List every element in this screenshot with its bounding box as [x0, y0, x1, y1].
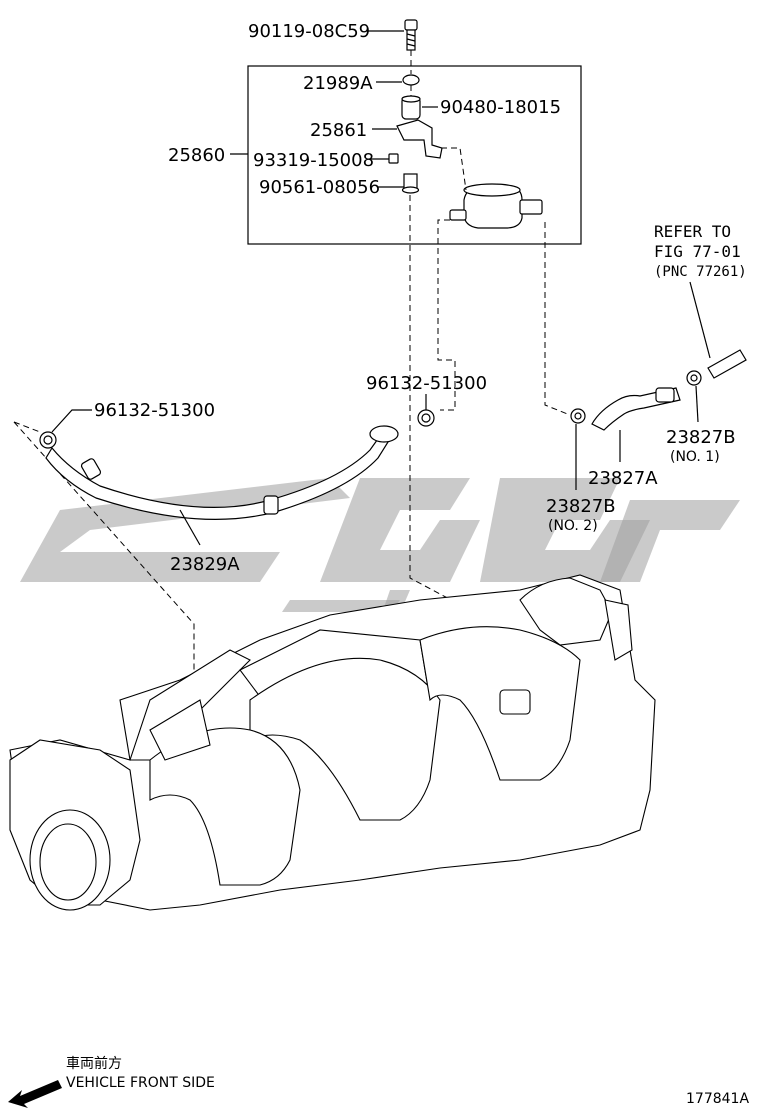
pipe-reference: [689, 281, 747, 379]
label-23827B-no1-sub: (NO. 1): [670, 449, 720, 465]
vehicle-front-note: 車両前方 VEHICLE FRONT SIDE: [8, 1055, 215, 1108]
label-25860: 25860: [168, 145, 225, 166]
refer-line-1: REFER TO: [654, 222, 731, 241]
vacuum-switching-valve-icon: [449, 183, 543, 229]
nut-icon: [388, 153, 399, 164]
clamp-icon-mid: [417, 409, 435, 427]
cushion-icon: [401, 95, 421, 120]
clamp-icon-no2: [570, 408, 586, 424]
leader-lines: [51, 30, 699, 546]
hose-23827A: [591, 387, 681, 431]
collar-icon: [401, 173, 420, 194]
clamp-icon-left: [39, 431, 57, 449]
intake-manifold: [9, 574, 656, 911]
label-21989A: 21989A: [303, 73, 373, 94]
label-90480-18015: 90480-18015: [440, 97, 561, 118]
label-90561-08056: 90561-08056: [259, 177, 380, 198]
label-23827B-no2: 23827B: [546, 496, 616, 517]
arrow-left-down-icon: [8, 1080, 62, 1108]
label-93319-15008: 93319-15008: [253, 150, 374, 171]
refer-line-3: (PNC 77261): [654, 264, 747, 280]
figure-number: 177841A: [686, 1091, 749, 1107]
front-note-en: VEHICLE FRONT SIDE: [66, 1075, 215, 1091]
bolt-icon: [404, 19, 418, 51]
label-23827B-no1: 23827B: [666, 427, 736, 448]
label-96132-51300-mid: 96132-51300: [366, 373, 487, 394]
label-23827B-no2-sub: (NO. 2): [548, 518, 598, 534]
washer-icon: [402, 74, 420, 86]
label-25861: 25861: [310, 120, 367, 141]
label-23827A: 23827A: [588, 468, 658, 489]
label-90119-08C59: 90119-08C59: [248, 21, 370, 42]
hose-23829A: [45, 425, 399, 520]
bracket-icon: [396, 119, 443, 159]
front-note-jp: 車両前方: [66, 1055, 122, 1072]
clamp-icon-no1: [686, 370, 702, 386]
assembly-box-25860: [247, 65, 582, 245]
reference-note: REFER TO FIG 77-01 (PNC 77261): [654, 222, 747, 280]
label-96132-51300-left: 96132-51300: [94, 400, 215, 421]
label-23829A: 23829A: [170, 554, 240, 575]
refer-line-2: FIG 77-01: [654, 242, 741, 261]
